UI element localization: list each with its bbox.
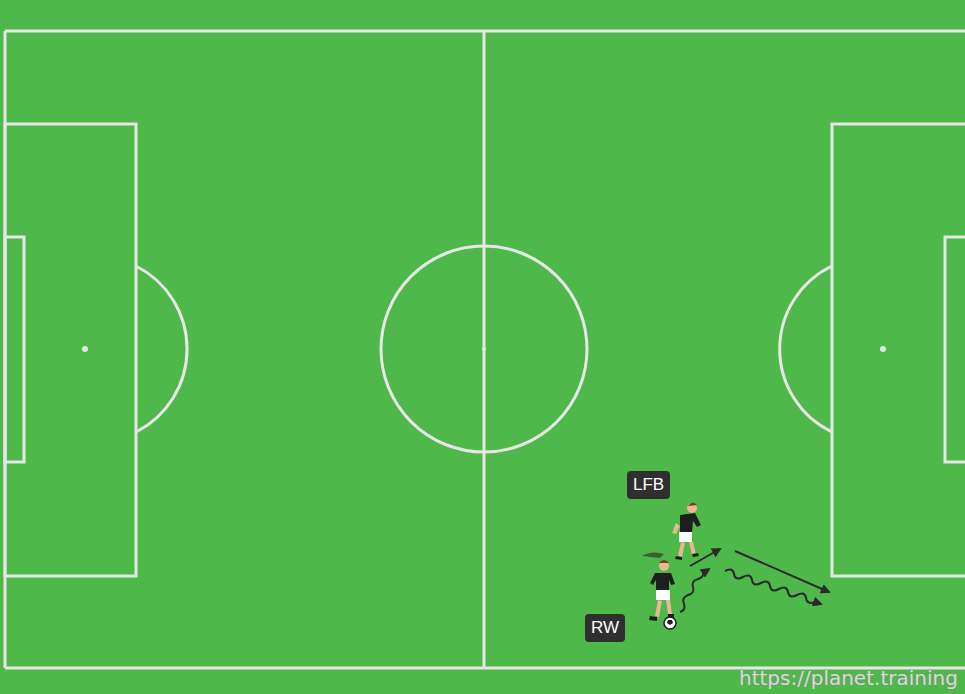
player-figure (642, 552, 676, 629)
player-tag: RW (585, 614, 625, 642)
player-label: LFB (633, 475, 664, 494)
player-figure (672, 503, 701, 560)
watermark: https://planet.training (739, 666, 958, 690)
player-label: RW (591, 618, 619, 637)
player-tag: LFB (627, 471, 670, 499)
